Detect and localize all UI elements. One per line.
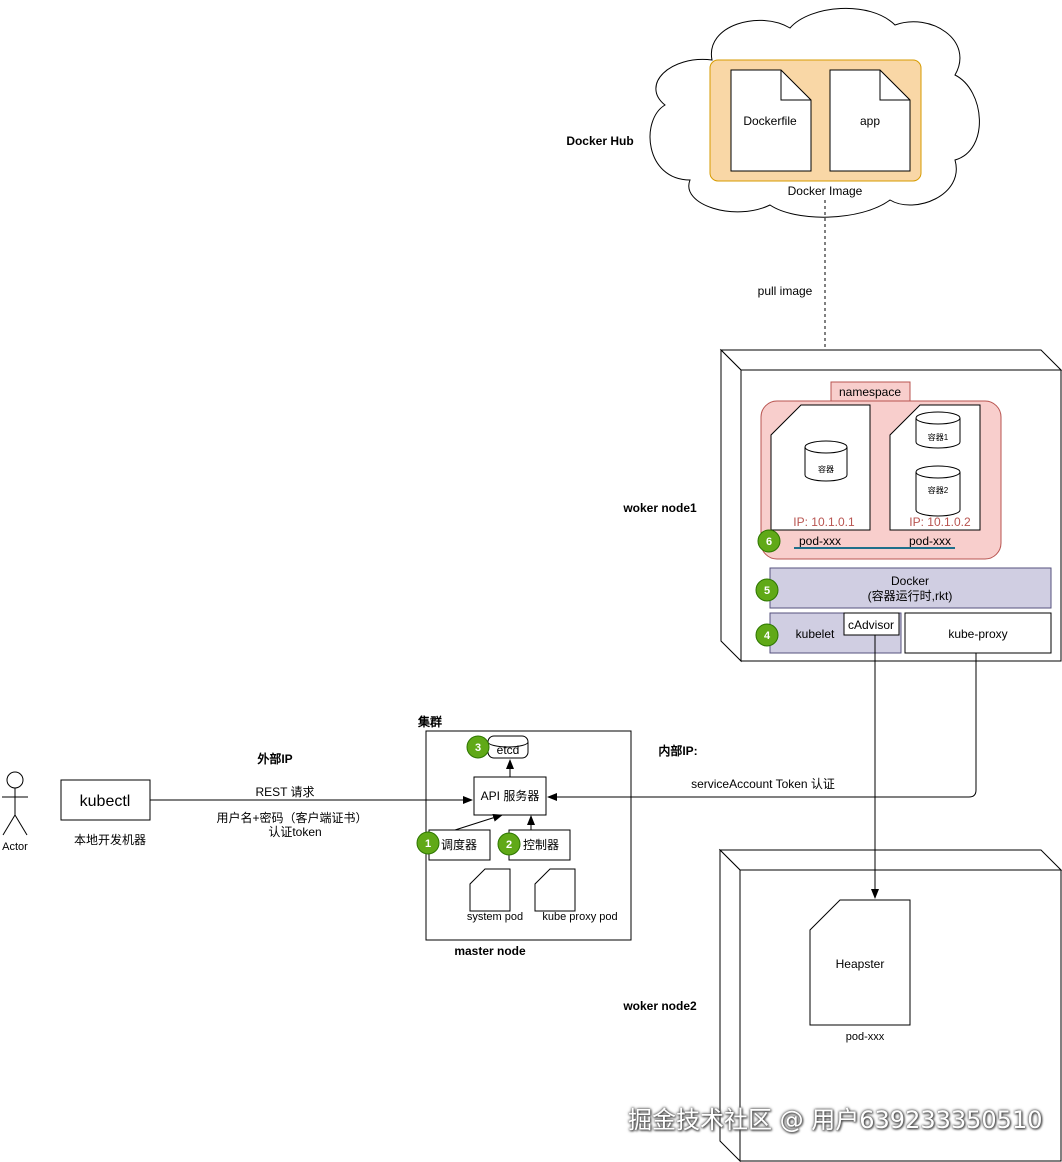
controller-label: 控制器	[523, 838, 559, 852]
svg-text:1: 1	[425, 838, 431, 850]
api-server-box	[473, 776, 547, 816]
scheduler-label: 调度器	[441, 837, 477, 852]
pod1-ip: IP: 10.1.0.1	[793, 515, 855, 529]
svg-text:4: 4	[764, 630, 771, 642]
api-server-label: API 服务器	[481, 788, 540, 803]
badge-2: 2	[497, 832, 521, 856]
auth-line2: 认证token	[268, 825, 321, 839]
service-account-label: serviceAccount Token 认证	[691, 777, 835, 791]
dockerfile-doc-icon	[730, 69, 812, 172]
system-pod-label: system pod	[467, 911, 523, 923]
system-pod-icon	[469, 868, 511, 912]
docker-hub-label: Docker Hub	[566, 134, 633, 148]
badge-4: 4	[755, 623, 779, 647]
kube-proxy-pod-label: kube proxy pod	[542, 911, 617, 923]
etcd-cylinder-icon	[487, 735, 529, 759]
app-doc-icon	[829, 69, 911, 172]
pod2-container1-icon	[915, 411, 961, 449]
badge-6: 6	[757, 529, 781, 553]
pod1-container-label: 容器	[818, 464, 834, 474]
actor-label: Actor	[2, 841, 28, 853]
cluster-label: 集群	[417, 714, 442, 729]
kube-proxy-pod-icon	[534, 868, 576, 912]
pull-image-label: pull image	[758, 284, 813, 298]
badge-1: 1	[416, 831, 440, 855]
scheduler-to-api-arrow	[454, 813, 503, 831]
cadvisor-box	[843, 612, 900, 636]
pod2-container2-label: 容器2	[928, 485, 949, 495]
heapster-label: Heapster	[836, 957, 885, 971]
badge-5: 5	[755, 578, 779, 602]
cadvisor-label: cAdvisor	[848, 618, 894, 632]
pod2-container1-label: 容器1	[928, 432, 949, 442]
docker-image-caption: Docker Image	[788, 184, 863, 198]
namespace-label: namespace	[839, 385, 901, 399]
kubectl-label: kubectl	[80, 793, 131, 810]
etcd-label: etcd	[497, 743, 520, 757]
docker-runtime-box	[769, 567, 1052, 609]
master-node-label: master node	[454, 944, 526, 958]
actor-icon	[2, 771, 28, 836]
app-label: app	[860, 114, 880, 128]
worker-node1-label: woker node1	[622, 501, 697, 515]
internal-ip-label: 内部IP:	[658, 743, 697, 758]
svg-text:5: 5	[764, 585, 770, 597]
heapster-card	[809, 899, 911, 1026]
svg-text:3: 3	[475, 742, 481, 754]
pod2-name: pod-xxx	[909, 534, 951, 548]
watermark: 掘金技术社区 @ 用户639233350510	[628, 1106, 1043, 1134]
kube-proxy-label: kube-proxy	[948, 627, 1007, 641]
dockerfile-label: Dockerfile	[743, 114, 797, 128]
external-ip-label: 外部IP	[257, 751, 292, 766]
badge-3: 3	[466, 735, 490, 759]
auth-line1: 用户名+密码（客户端证书）	[216, 810, 367, 825]
kubelet-label: kubelet	[796, 627, 835, 641]
heapster-pod-name: pod-xxx	[846, 1031, 885, 1043]
worker-node2-label: woker node2	[622, 999, 697, 1013]
pod1-container-icon	[804, 440, 848, 482]
pod2-container2-icon	[915, 465, 961, 517]
svg-text:6: 6	[766, 536, 772, 548]
kube-proxy-box	[904, 612, 1052, 654]
docker-runtime-line2: (容器运行时,rkt)	[868, 588, 953, 603]
svg-text:2: 2	[506, 839, 512, 851]
kube-proxy-to-api-arrow	[547, 653, 977, 801]
rest-request-label: REST 请求	[255, 785, 314, 799]
pod2-ip: IP: 10.1.0.2	[909, 515, 971, 529]
docker-runtime-line1: Docker	[891, 574, 929, 588]
pod1-name: pod-xxx	[799, 534, 841, 548]
local-machine-label: 本地开发机器	[74, 832, 146, 847]
